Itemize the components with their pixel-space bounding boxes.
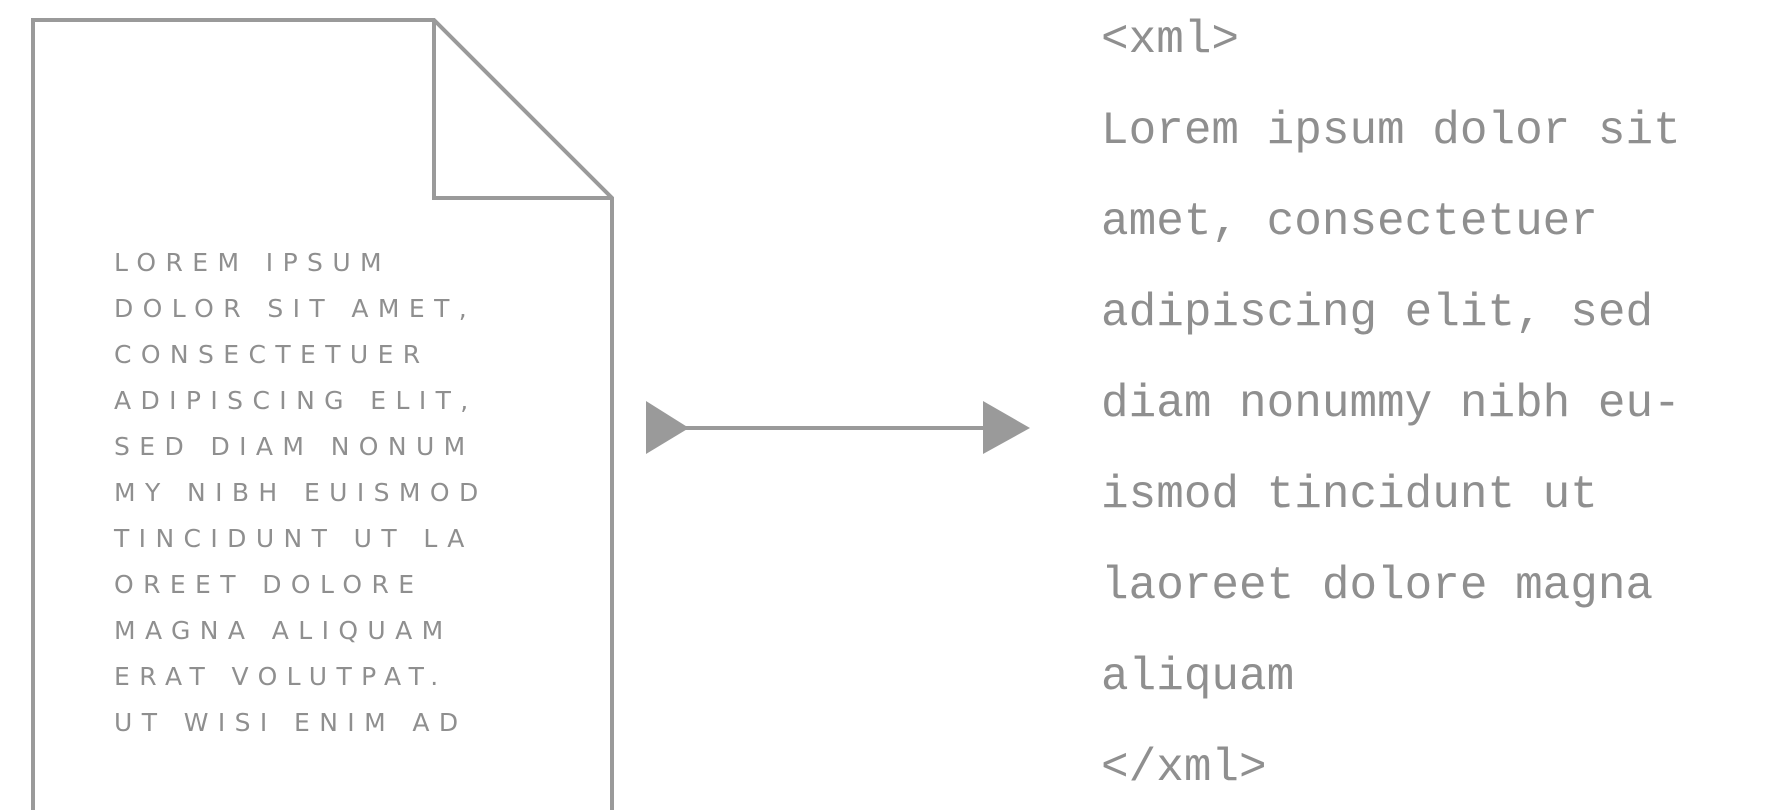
xml-text-line: Lorem ipsum dolor sit	[1101, 105, 1681, 157]
document-text-line: CONSECTETUER	[114, 340, 430, 369]
document-text-line: MY NIBH EUISMOD	[114, 478, 488, 507]
document-text-line: TINCIDUNT UT LA	[114, 524, 474, 553]
arrow-right-icon	[646, 401, 1030, 454]
xml-text-line: diam nonummy nibh eu-	[1101, 378, 1681, 430]
arrow-head-triangle	[983, 401, 1030, 454]
document-text-line: ADIPISCING ELIT,	[114, 386, 478, 415]
xml-text-line: adipiscing elit, sed	[1101, 287, 1654, 339]
document-text-line: LOREM IPSUM	[114, 248, 391, 277]
document-text-line: MAGNA ALIQUAM	[114, 616, 453, 645]
xml-close-tag: </xml>	[1101, 742, 1267, 794]
arrow-tail-triangle	[646, 401, 689, 454]
document-text-line: ERAT VOLUTPAT.	[114, 662, 448, 691]
xml-open-tag: <xml>	[1101, 14, 1240, 66]
document-text-line: OREET DOLORE	[114, 570, 424, 599]
document-text-line: DOLOR SIT AMET,	[114, 294, 477, 323]
xml-text-line: aliquam	[1101, 651, 1295, 703]
xml-text-line: amet, consectetuer	[1101, 196, 1598, 248]
document-text-line: UT WISI ENIM AD	[114, 708, 468, 737]
document-text-line: SED DIAM NONUM	[114, 432, 475, 461]
xml-text-line: laoreet dolore magna	[1101, 560, 1654, 612]
xml-text-line: ismod tincidunt ut	[1101, 469, 1598, 521]
document-icon	[31, 18, 614, 810]
document-folded-corner	[432, 20, 612, 200]
